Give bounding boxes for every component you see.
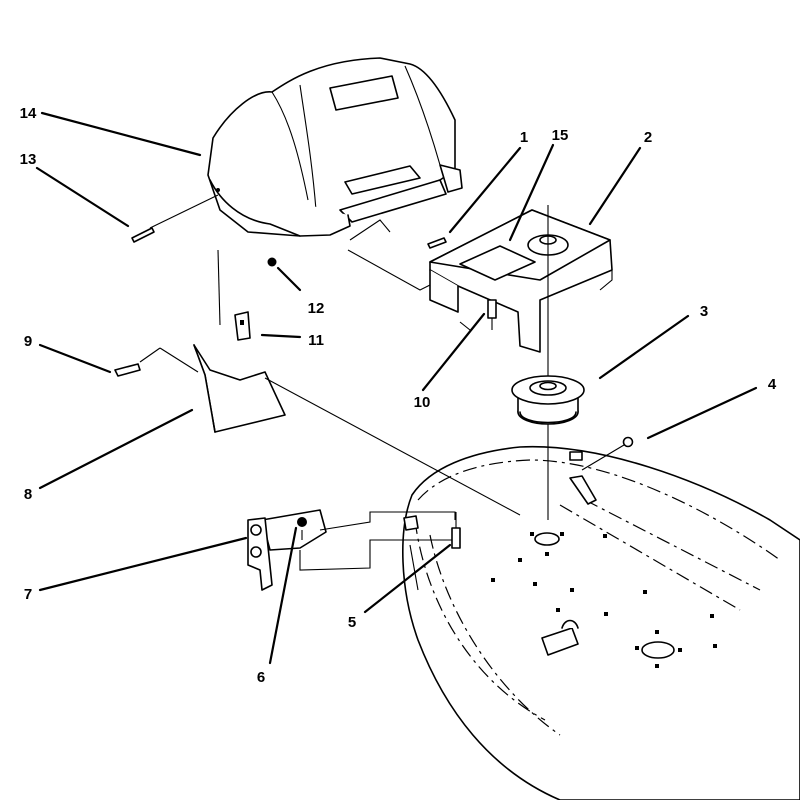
pulley [511,375,585,520]
callout-5: 5 [348,614,356,631]
chute-housing [207,57,463,326]
nut-right [622,436,634,448]
callout-13: 13 [20,151,37,168]
mower-deck [402,445,800,800]
callout-1: 1 [520,129,528,146]
callout-9: 9 [24,333,32,350]
callout-6: 6 [257,669,265,686]
callout-labels: 1 2 3 4 5 6 7 8 9 10 11 12 13 14 15 [20,105,777,686]
bolt-left [114,363,141,377]
bracket-small [234,311,251,341]
baffle [139,344,286,433]
callout-4: 4 [768,376,777,393]
callout-8: 8 [24,486,32,503]
callout-10: 10 [414,394,431,411]
callout-14: 14 [20,105,37,122]
deck-holes [491,532,717,668]
leader-lines [35,111,758,665]
idler-bracket-plate [429,205,613,380]
pin-bolt [131,194,219,243]
callout-12: 12 [308,300,325,317]
callout-15: 15 [552,127,569,144]
bolt-top [427,237,447,249]
callout-2: 2 [644,129,652,146]
callout-11: 11 [308,332,324,349]
bolt-bottom [451,512,461,549]
mounting-bracket [247,509,456,591]
callout-3: 3 [700,303,708,320]
nut [267,257,277,267]
bolt-vertical [487,299,497,330]
callout-7: 7 [24,586,32,603]
